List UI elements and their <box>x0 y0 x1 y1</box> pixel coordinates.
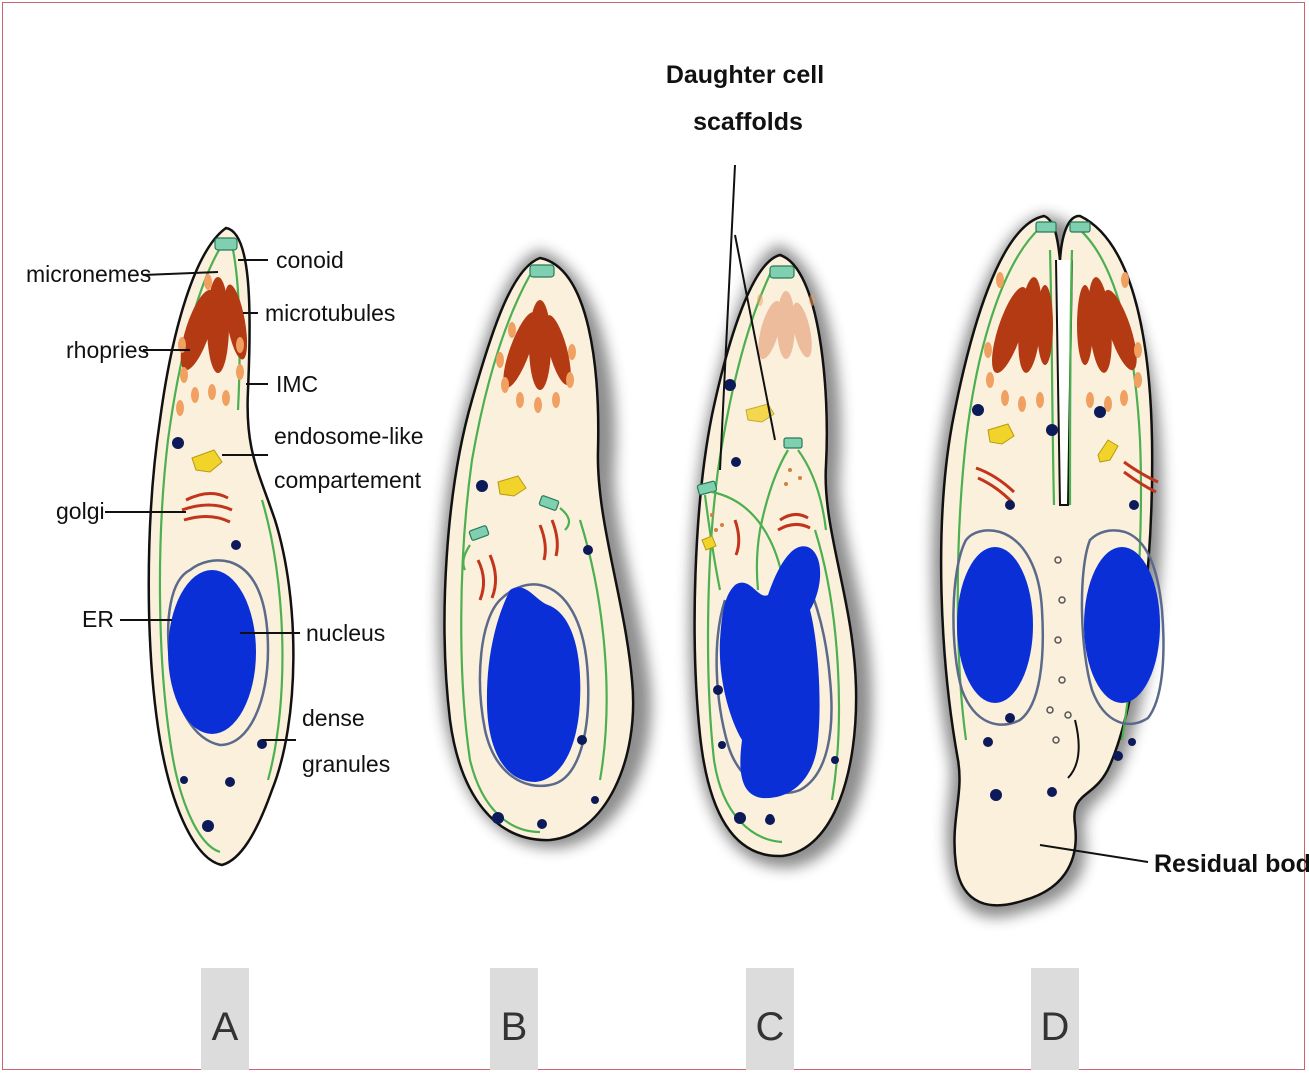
label-conoid: conoid <box>276 247 344 273</box>
label-dense-1: dense <box>302 705 365 731</box>
label-endosome-1: endosome-like <box>274 423 424 449</box>
label-daughter-1: Daughter cell <box>666 61 824 89</box>
nucleus-icon <box>168 570 256 734</box>
panel-label-b: B <box>501 1005 528 1049</box>
conoid-icon <box>1070 222 1090 232</box>
label-micronemes: micronemes <box>26 261 151 287</box>
cell-c <box>690 245 873 868</box>
panel-label-c: C <box>756 1005 785 1049</box>
cell-b <box>438 250 651 848</box>
panel-label-a: A <box>212 1005 239 1049</box>
label-dense-2: granules <box>302 751 390 777</box>
conoid-icon <box>530 265 554 277</box>
cell-d <box>932 215 1163 917</box>
label-microtubules: microtubules <box>265 300 395 326</box>
label-golgi: golgi <box>56 498 105 524</box>
panel-letters: A B C D <box>201 968 1079 1070</box>
label-endosome-2: compartement <box>274 467 422 493</box>
label-imc: IMC <box>276 371 318 397</box>
nucleus-icon <box>957 547 1033 703</box>
panel-label-d: D <box>1041 1005 1070 1049</box>
label-nucleus: nucleus <box>306 620 385 646</box>
label-er: ER <box>82 606 114 632</box>
conoid-icon <box>1036 222 1056 232</box>
conoid-icon <box>770 266 794 278</box>
label-rhopries: rhopries <box>66 337 149 363</box>
label-residual-body: Residual body <box>1154 850 1309 878</box>
nucleus-icon <box>1084 547 1160 703</box>
label-daughter-2: scaffolds <box>693 108 803 136</box>
conoid-icon <box>215 238 237 250</box>
